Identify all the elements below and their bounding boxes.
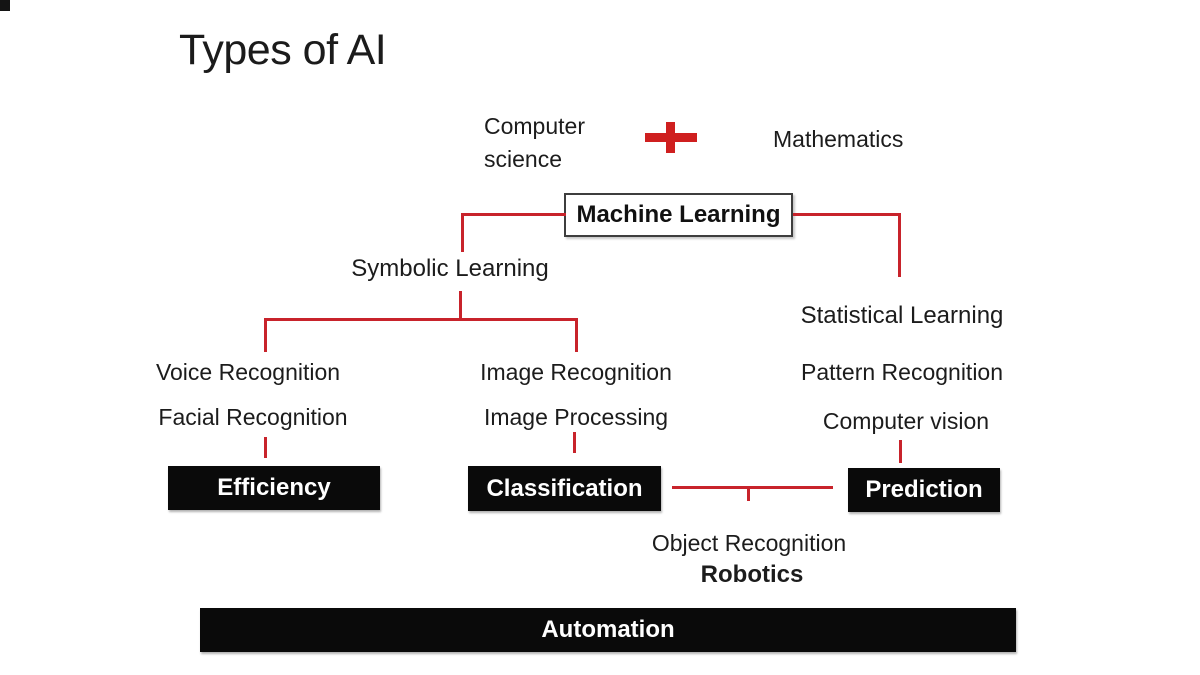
connector-efficiency-v bbox=[264, 437, 267, 458]
connector-root-right-h bbox=[793, 213, 901, 216]
robotics-label: Robotics bbox=[700, 561, 804, 588]
mathematics-label: Mathematics bbox=[773, 126, 904, 152]
computer-science-label: Computer science bbox=[484, 110, 585, 176]
connector-symbolic-h bbox=[264, 318, 578, 321]
prediction-box: Prediction bbox=[848, 468, 1000, 512]
facial-recognition-label: Facial Recognition bbox=[158, 404, 348, 430]
connector-root-left-v bbox=[461, 213, 464, 252]
connector-symbolic-down bbox=[459, 291, 462, 320]
image-recognition-label: Image Recognition bbox=[480, 359, 672, 385]
symbolic-learning-label: Symbolic Learning bbox=[351, 255, 549, 282]
connector-root-left-h bbox=[461, 213, 566, 216]
classification-box: Classification bbox=[468, 466, 661, 511]
plus-icon bbox=[645, 122, 697, 153]
connector-symbolic-left-drop bbox=[264, 318, 267, 352]
connector-root-right-v bbox=[898, 213, 901, 277]
pattern-recognition-label: Pattern Recognition bbox=[800, 359, 1004, 385]
automation-label: Automation bbox=[541, 616, 675, 643]
classification-label: Classification bbox=[486, 474, 643, 502]
machine-learning-label: Machine Learning bbox=[576, 201, 781, 228]
statistical-learning-label: Statistical Learning bbox=[800, 302, 1004, 329]
prediction-label: Prediction bbox=[865, 476, 983, 503]
machine-learning-box: Machine Learning bbox=[564, 193, 793, 237]
connector-classification-v bbox=[573, 432, 576, 453]
connector-symbolic-right-drop bbox=[575, 318, 578, 352]
object-recognition-label: Object Recognition bbox=[651, 530, 847, 556]
corner-artifact bbox=[0, 0, 10, 11]
image-processing-label: Image Processing bbox=[483, 404, 669, 430]
efficiency-label: Efficiency bbox=[217, 474, 331, 501]
computer-vision-label: Computer vision bbox=[822, 408, 990, 434]
computer-science-line1: Computer bbox=[484, 113, 585, 139]
connector-classification-prediction-tick bbox=[747, 487, 750, 501]
efficiency-box: Efficiency bbox=[168, 466, 380, 510]
page-title: Types of AI bbox=[179, 26, 387, 74]
voice-recognition-label: Voice Recognition bbox=[155, 359, 341, 385]
connector-classification-prediction-h bbox=[672, 486, 833, 489]
connector-prediction-v bbox=[899, 440, 902, 463]
automation-bar: Automation bbox=[200, 608, 1016, 652]
computer-science-line2: science bbox=[484, 146, 562, 172]
